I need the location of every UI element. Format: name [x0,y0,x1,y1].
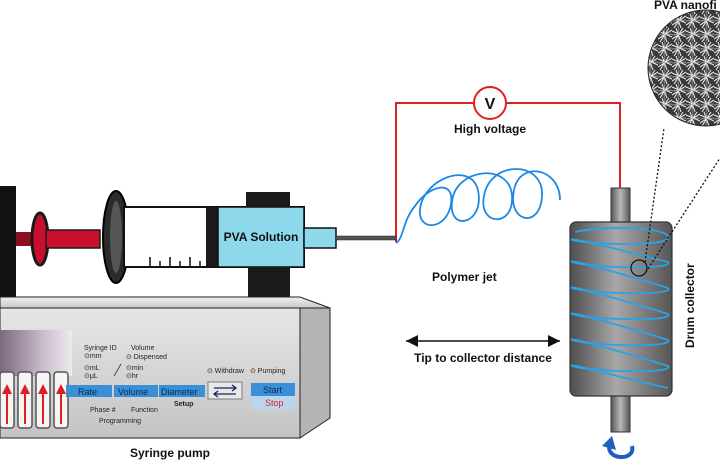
polymer-jet: Polymer jet [395,168,561,284]
high-voltage-circuit: V High voltage [395,86,621,242]
drum-shaft-top [610,187,631,225]
pump-side-face [299,307,331,439]
drum-collector-label: Drum collector [683,263,697,348]
syringe-id-label: Syringe ID [84,345,117,352]
clamp-top [246,192,290,207]
diameter-button[interactable] [159,385,205,397]
voltmeter [473,86,507,120]
drum-fiber-winding [570,227,670,389]
rate-button[interactable] [66,385,112,397]
wire-to-needle [395,102,474,242]
withdraw-option[interactable]: ⊙ Withdraw [207,368,245,375]
drum-shaft-bottom [610,391,631,433]
pump-cylinders [0,371,69,429]
syringe-pump-label: Syringe pump [130,446,210,460]
syringe-pump: Syringe pump Syringe ID ⊙mm Volume ⊙ Dis… [0,296,331,460]
jet-whip-path [395,168,561,244]
rate-button-label: Rate [78,387,97,397]
plunger-stopper [206,207,218,267]
distance-label: Tip to collector distance [414,351,552,365]
plunger-rod [45,229,101,249]
syringe-nozzle [303,227,337,249]
magnified-spot [630,259,648,277]
syringe-id-unit[interactable]: ⊙mm [84,353,102,360]
syringe-assembly: PVA Solution [0,186,397,307]
pva-solution-label: PVA Solution [224,230,299,244]
dispensed-option[interactable]: ⊙ Dispensed [126,354,167,361]
stop-button-label: Stop [265,398,284,408]
start-button[interactable] [251,383,295,396]
wire-to-collector [506,102,621,190]
volume-button-label: Volume [118,387,148,397]
nanofiber-sem-image [647,9,720,127]
voltmeter-symbol: V [485,96,496,113]
needle [335,235,397,241]
hr-option[interactable]: ⊙hr [126,373,139,380]
high-voltage-label: High voltage [454,122,526,136]
pump-top-face [0,296,331,309]
phase-label: Phase # [90,407,116,414]
plunger-rod-left [16,232,34,246]
rotation-arrow-head-icon [602,436,616,450]
programming-label: Programming [99,418,141,425]
zoom-line-left [644,127,665,263]
drum-collector: Drum collector [569,187,697,460]
barrel-graduations [149,257,201,267]
volume-label: Volume [131,345,154,352]
stop-button[interactable] [251,396,295,409]
ml-option[interactable]: ⊙mL [84,365,100,372]
ul-option[interactable]: ⊙μL [84,373,98,380]
unit-divider [113,363,122,377]
pusher-block [0,186,16,300]
function-label: Function [131,407,158,414]
polymer-jet-label: Polymer jet [432,270,497,284]
start-button-label: Start [263,385,283,395]
setup-label: Setup [174,401,193,408]
pva-nanofibers-inset: PVA nanofi [644,0,720,273]
volume-button[interactable] [114,385,158,397]
zoom-line-right [645,157,720,273]
min-option[interactable]: ⊙min [126,365,143,372]
syringe-holder-flange-inner [110,201,122,273]
up-arrow-icon [2,384,66,424]
pva-nanofibers-label: PVA nanofi [654,0,717,12]
direction-toggle-icon[interactable] [207,381,243,400]
tip-to-collector-distance: Tip to collector distance [406,335,560,365]
pump-lcd-display [0,330,72,376]
diameter-button-label: Diameter [161,387,198,397]
pumping-option[interactable]: ⊙ Pumping [250,368,286,375]
